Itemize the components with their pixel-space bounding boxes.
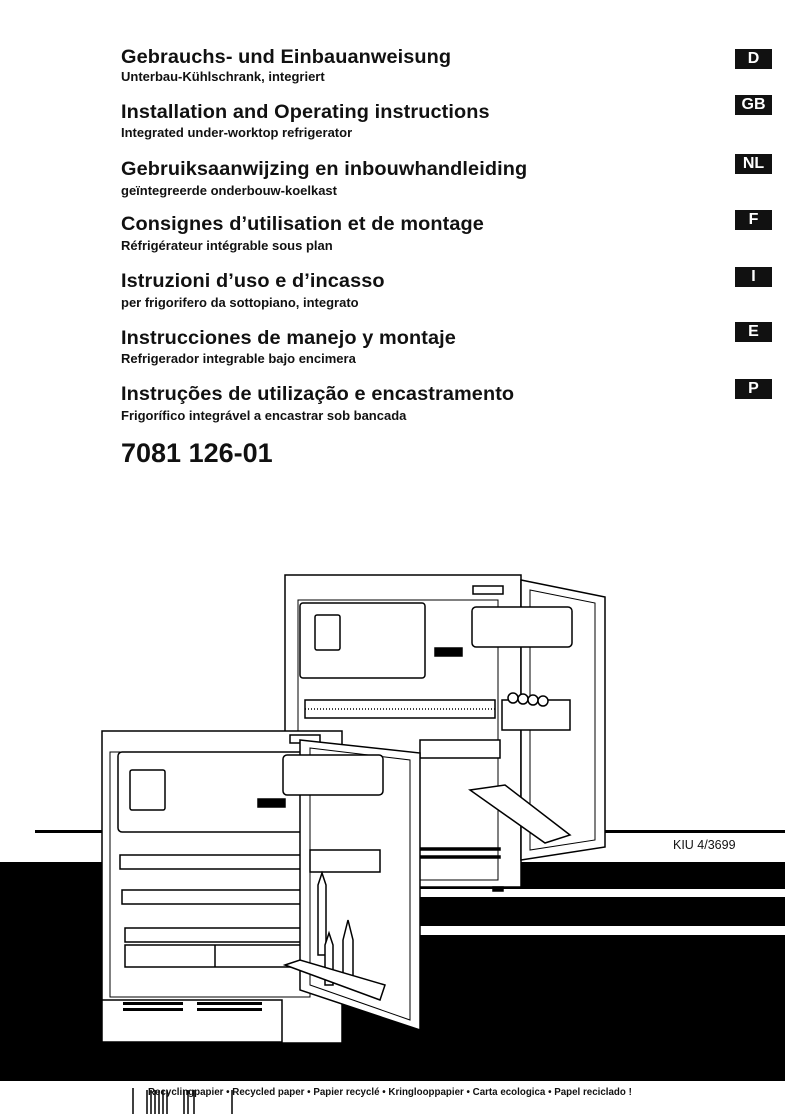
subtitle-f: Réfrigérateur intégrable sous plan xyxy=(121,238,333,253)
title-e: Instrucciones de manejo y montaje xyxy=(121,327,456,349)
title-i: Istruzioni d’uso e d’incasso xyxy=(121,270,385,292)
title-gb: Installation and Operating instructions xyxy=(121,101,490,123)
language-badge-gb: GB xyxy=(735,95,772,115)
front-refrigerator xyxy=(101,730,421,1044)
title-p: Instruções de utilização e encastramento xyxy=(121,383,515,405)
title-de: Gebrauchs- und Einbauanweisung xyxy=(121,46,452,68)
recycled-paper-note: Recyclingpapier • Recycled paper • Papie… xyxy=(148,1086,632,1098)
title-nl: Gebruiksaanwijzing en inbouwhandleiding xyxy=(121,158,528,180)
language-badge-i: I xyxy=(735,267,772,287)
language-badge-nl: NL xyxy=(735,154,772,174)
subtitle-i: per frigorifero da sottopiano, integrato xyxy=(121,295,359,310)
subtitle-p: Frigorífico integrável a encastrar sob b… xyxy=(121,408,407,423)
language-badge-p: P xyxy=(735,379,772,399)
subtitle-de: Unterbau-Kühlschrank, integriert xyxy=(121,69,325,84)
subtitle-gb: Integrated under-worktop refrigerator xyxy=(121,125,353,140)
title-f: Consignes d’utilisation et de montage xyxy=(121,213,484,235)
subtitle-nl: geïntegreerde onderbouw-koelkast xyxy=(121,183,337,198)
language-badge-f: F xyxy=(735,210,772,230)
subtitle-e: Refrigerador integrable bajo encimera xyxy=(121,351,356,366)
language-badge-d: D xyxy=(735,49,772,69)
barcode-marks xyxy=(132,1088,233,1114)
document-number: 7081 126-01 xyxy=(121,438,273,468)
language-badge-e: E xyxy=(735,322,772,342)
model-code: KIU 4/3699 xyxy=(673,838,736,852)
